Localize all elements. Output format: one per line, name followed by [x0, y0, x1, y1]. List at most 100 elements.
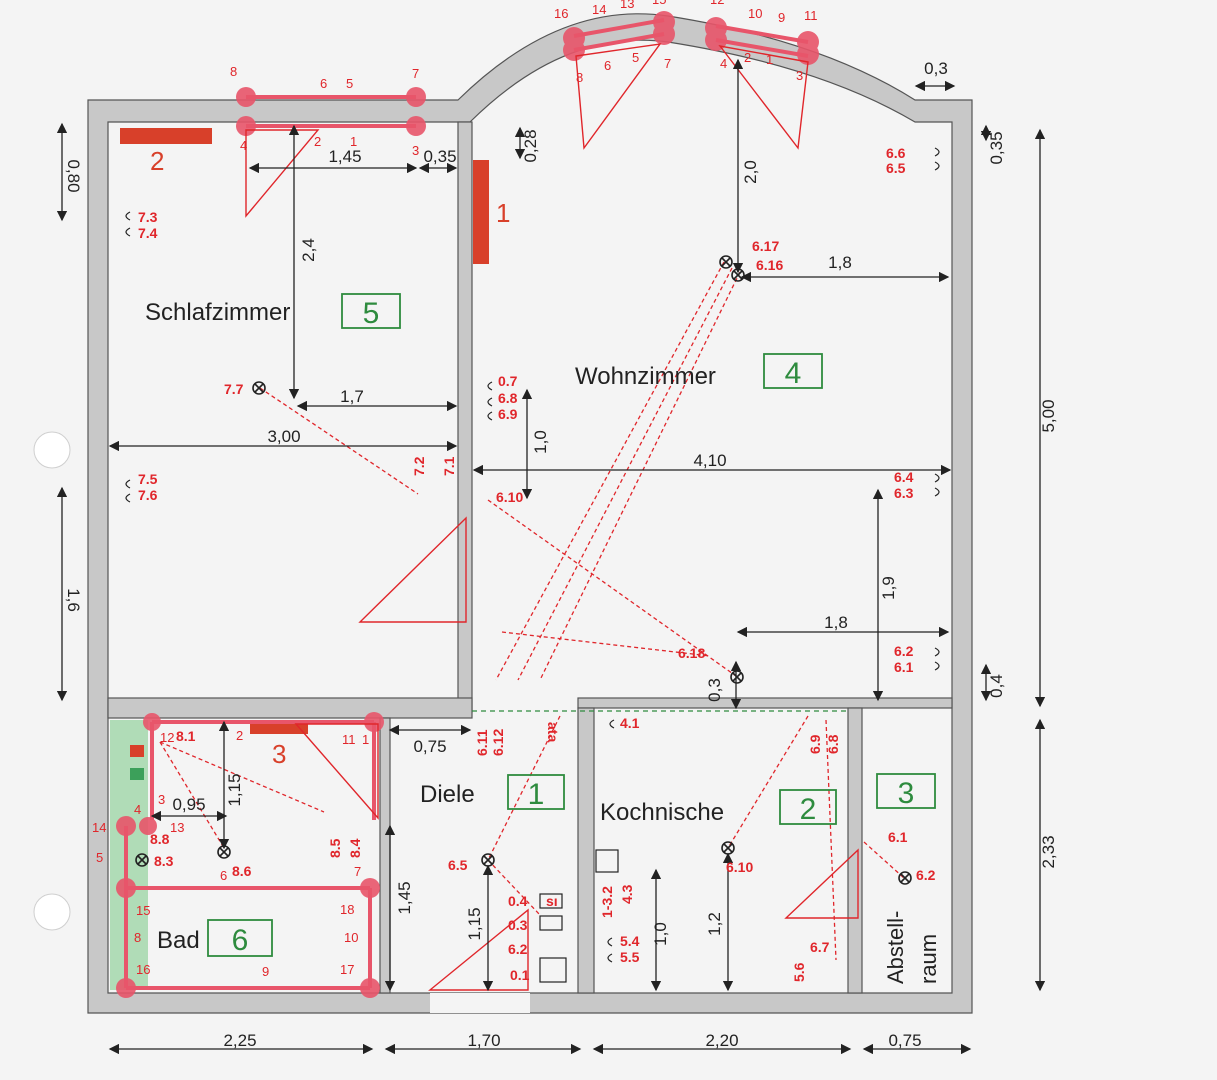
elec-6-3: 6.3: [894, 485, 914, 501]
room-label-wohnzimmer: Wohnzimmer: [575, 363, 716, 390]
elec-6-6: 6.6: [886, 145, 906, 161]
svg-text:5: 5: [96, 850, 103, 865]
elec-6-8-koch: 6.8: [825, 734, 841, 754]
elec-7-6: 7.6: [138, 487, 158, 503]
room-label-bad: Bad: [157, 927, 200, 954]
elec-4-3: 4.3: [619, 884, 635, 904]
dim-3-00: 3,00: [267, 427, 300, 446]
dim-1-2-koch: 1,2: [705, 912, 724, 936]
entrance-door-gap: [430, 993, 530, 1013]
elec-6-7: 6.7: [810, 939, 830, 955]
radiator-label-2: 2: [150, 146, 164, 176]
dim-0-4-right: 0,4: [987, 674, 1006, 698]
svg-text:11: 11: [342, 732, 356, 747]
wall-diele-koch: [577, 707, 595, 994]
room-number-4: 4: [785, 357, 802, 390]
svg-text:7: 7: [354, 864, 361, 879]
elec-1-3-2: 1-3.2: [599, 886, 615, 918]
room-box-4: [763, 353, 823, 389]
dim-2-0: 2,0: [741, 160, 760, 184]
wall-schlaf-wohn: [457, 121, 473, 713]
dim-0-28: 0,28: [521, 129, 540, 162]
lamp-6-2: [898, 871, 912, 885]
svg-text:13: 13: [170, 820, 184, 835]
dim-1-0-koch: 1,0: [651, 922, 670, 946]
lamp-8-3: [135, 853, 149, 867]
svg-text:5: 5: [632, 50, 639, 65]
elec-6-1-right: 6.1: [894, 659, 914, 675]
dim-4-10: 4,10: [693, 451, 726, 470]
elec-8-6: 8.6: [232, 863, 252, 879]
bath-tile-square-2: [130, 768, 144, 780]
room-label-abstellraum-2: raum: [916, 934, 941, 984]
elec-6-18: 6.18: [678, 645, 705, 661]
svg-text:10: 10: [748, 6, 762, 21]
room-box-2: [779, 789, 837, 825]
dim-1-8-upper: 1,8: [828, 253, 852, 272]
elec-7-4: 7.4: [138, 225, 158, 241]
dim-5-00: 5,00: [1039, 399, 1058, 432]
opening-triangles: [245, 43, 859, 991]
room-box-3: [876, 773, 936, 809]
wall-wohn-south: [577, 697, 953, 709]
dim-1-70: 1,70: [467, 1031, 500, 1050]
lamp-6-10: [721, 841, 735, 855]
elec-6-16: 6.16: [756, 257, 783, 273]
elec-6-4: 6.4: [894, 469, 914, 485]
dim-0-3-wohn: 0,3: [705, 678, 724, 702]
elec-6-1-abst: 6.1: [888, 829, 908, 845]
windows: [124, 18, 809, 990]
dim-0-95: 0,95: [172, 795, 205, 814]
elec-7-2: 7.2: [411, 456, 427, 476]
room-box-5: [341, 293, 401, 329]
elec-6-5-top: 6.5: [886, 160, 906, 176]
dim-2-25: 2,25: [223, 1031, 256, 1050]
svg-text:9: 9: [778, 10, 785, 25]
room-label-kochnische: Kochnische: [600, 799, 724, 826]
elec-gdr: ata: [545, 722, 561, 742]
dim-0-35-right: 0,35: [987, 131, 1006, 164]
svg-text:4: 4: [240, 138, 247, 153]
elec-5-6: 5.6: [791, 962, 807, 982]
elec-5-4: 5.4: [620, 933, 640, 949]
svg-text:1: 1: [766, 52, 773, 67]
wall-schlaf-south: [107, 697, 473, 719]
radiator-label-3: 3: [272, 739, 286, 769]
elec-8-4: 8.4: [347, 838, 363, 858]
dim-0-35: 0,35: [423, 147, 456, 166]
elec-7-1: 7.1: [441, 456, 457, 476]
svg-text:14: 14: [592, 2, 606, 17]
elec-7-3: 7.3: [138, 209, 158, 225]
dim-0-75-diele: 0,75: [413, 737, 446, 756]
svg-text:18: 18: [340, 902, 354, 917]
svg-text:15: 15: [136, 903, 150, 918]
svg-text:4: 4: [134, 802, 141, 817]
svg-text:2: 2: [744, 50, 751, 65]
svg-text:16: 16: [554, 6, 568, 21]
elec-0-3: 0.3: [508, 917, 528, 933]
svg-text:8: 8: [576, 70, 583, 85]
elec-0-1: 0.1: [510, 967, 530, 983]
dim-2-33: 2,33: [1039, 835, 1058, 868]
lamp-6-18: [730, 670, 744, 684]
lamp-6-5: [481, 853, 495, 867]
elec-6-10-koch: 6.10: [726, 859, 753, 875]
dim-2-4: 2,4: [299, 238, 318, 262]
dim-1-8-lower: 1,8: [824, 613, 848, 632]
svg-text:10: 10: [344, 930, 358, 945]
elec-6-9: 6.9: [498, 406, 518, 422]
elec-7-7: 7.7: [224, 381, 244, 397]
svg-text:14: 14: [92, 820, 106, 835]
elec-switch-label: sı: [546, 893, 558, 909]
elec-8-8: 8.8: [150, 831, 170, 847]
elec-6-9-koch: 6.9: [807, 734, 823, 754]
dim-1-45-diele: 1,45: [395, 881, 414, 914]
elec-6-2-diele: 6.2: [508, 941, 528, 957]
dimension-lines: [56, 58, 1046, 1055]
elec-6-8: 6.8: [498, 390, 518, 406]
dim-1-15-diele: 1,15: [465, 907, 484, 940]
outer-wall: [87, 13, 973, 1014]
room-box-6: [207, 919, 273, 957]
punch-hole-top: [33, 431, 71, 469]
